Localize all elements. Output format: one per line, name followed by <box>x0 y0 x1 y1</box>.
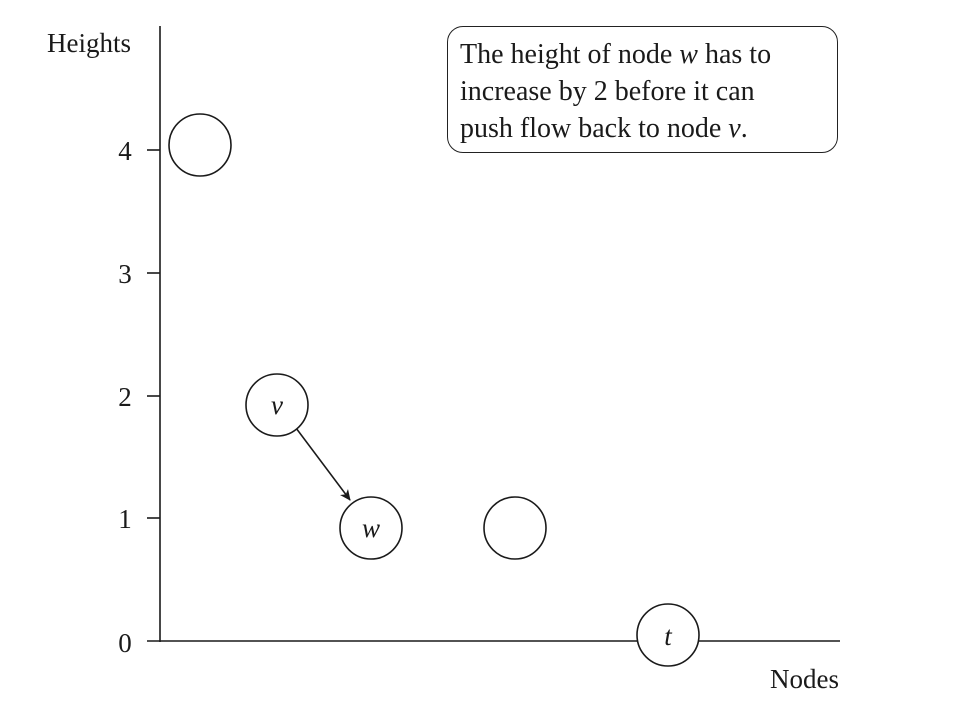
y-tick-label-0: 0 <box>118 628 132 658</box>
x-axis-title: Nodes <box>770 664 839 694</box>
node-v: v <box>245 373 309 437</box>
y-tick-label-4: 4 <box>118 136 132 166</box>
y-tick-label-2: 2 <box>118 382 132 412</box>
node-w: w <box>339 496 403 560</box>
callout-line-3-start: push flow back to node <box>460 113 729 144</box>
y-tick-label-3: 3 <box>118 259 132 289</box>
node-v-label: v <box>271 390 283 420</box>
node-unlabeled-height-4 <box>168 113 232 177</box>
node-t-label: t <box>664 621 673 651</box>
edge-v-to-w <box>295 427 351 501</box>
y-axis-title: Heights <box>47 28 131 58</box>
node-w-label: w <box>362 513 380 543</box>
callout-line-1-end: has to <box>697 39 772 70</box>
callout-var-v: v <box>728 113 741 144</box>
callout-line-3-end: . <box>740 113 748 144</box>
explanation-callout: The height of node w has to increase by … <box>447 26 838 153</box>
y-tick-label-1: 1 <box>118 504 132 534</box>
callout-line-1-start: The height of node <box>460 39 680 70</box>
callout-line-3: push flow back to node v. <box>460 110 827 147</box>
node-unlabeled-height-1 <box>483 496 547 560</box>
node-t: t <box>636 603 700 667</box>
callout-line-1: The height of node w has to <box>460 36 827 73</box>
callout-var-w: w <box>679 39 698 70</box>
callout-line-2: increase by 2 before it can <box>460 76 755 107</box>
